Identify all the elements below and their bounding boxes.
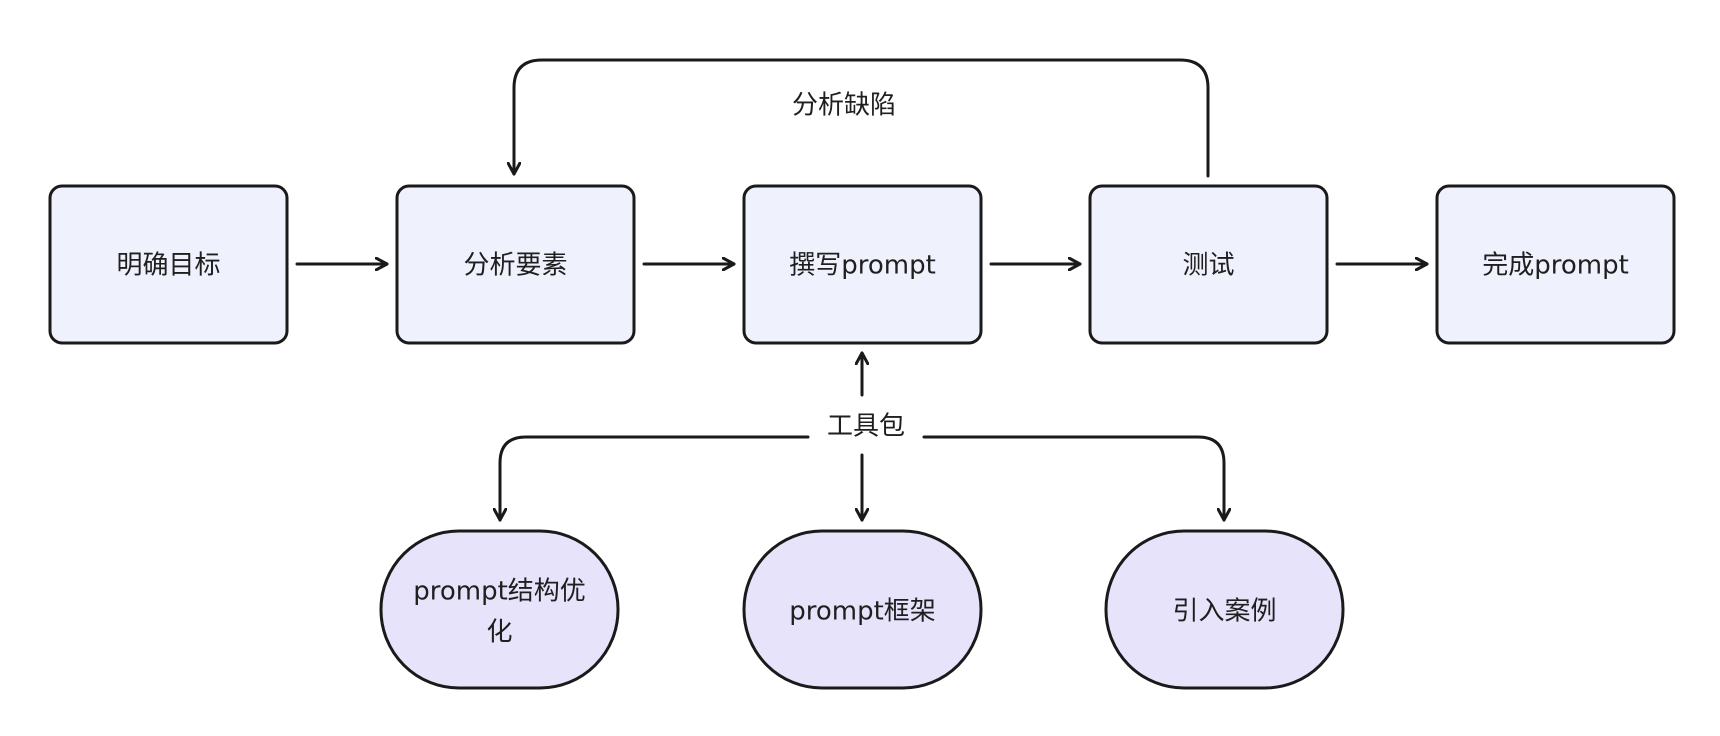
step-label: 撰写prompt — [789, 251, 936, 281]
tool-prompt-framework: prompt框架 — [742, 529, 983, 690]
feedback-arrow-test-to-analyze — [514, 58, 1210, 178]
toolkit-label: 工具包 — [827, 412, 905, 442]
step-label: 分析要素 — [463, 251, 567, 281]
step-label: 完成prompt — [1482, 251, 1629, 281]
step-test: 测试 — [1088, 184, 1329, 345]
arrow-toolkit-to-tool3 — [922, 435, 1224, 522]
edges — [295, 58, 1429, 522]
step-label: 明确目标 — [116, 251, 220, 281]
step-clarify-goal: 明确目标 — [48, 184, 289, 345]
tool-label: 引入案例 — [1172, 597, 1276, 627]
step-write-prompt: 撰写prompt — [742, 184, 983, 345]
feedback-label: 分析缺陷 — [792, 91, 896, 121]
tool-label: prompt框架 — [789, 597, 936, 627]
tool-introduce-examples: 引入案例 — [1104, 529, 1345, 690]
step-complete-prompt: 完成prompt — [1435, 184, 1676, 345]
tool-label-line2: 化 — [486, 618, 512, 648]
tool-label-line1: prompt结构优 — [413, 577, 586, 607]
step-analyze-elements: 分析要素 — [395, 184, 636, 345]
arrow-toolkit-to-tool1 — [500, 435, 810, 522]
step-label: 测试 — [1182, 251, 1234, 281]
tool-structure-optimization: prompt结构优 化 — [379, 529, 620, 690]
